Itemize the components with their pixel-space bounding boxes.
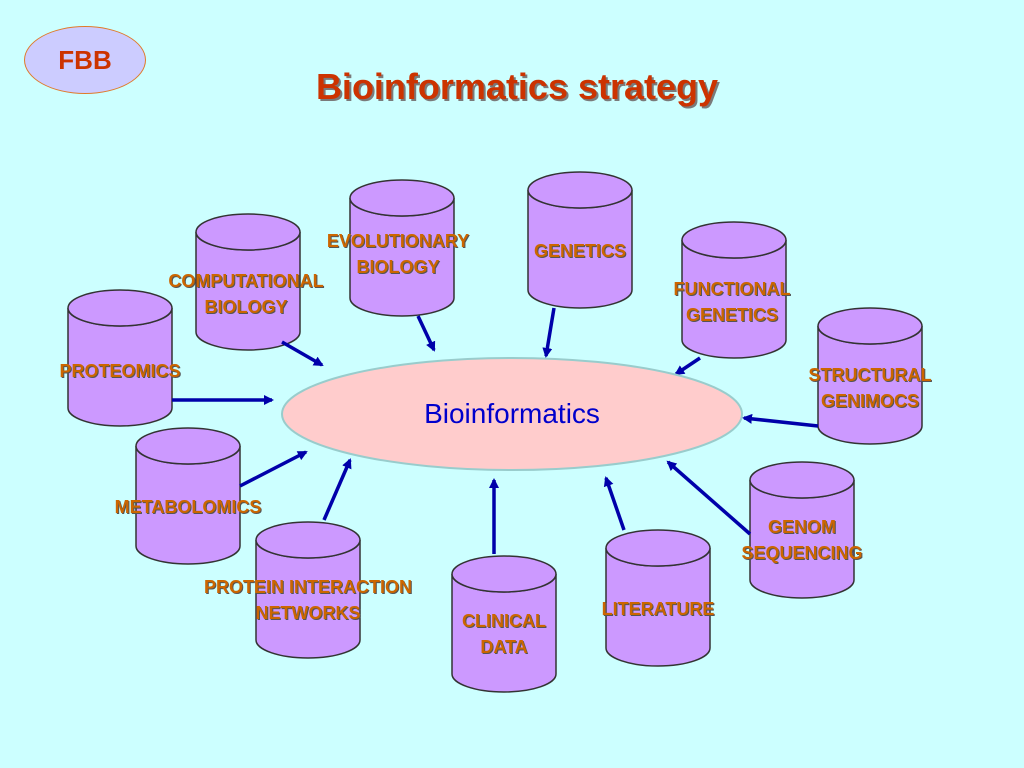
label-line: STRUCTURAL [808, 365, 932, 385]
label-computational-biology: COMPUTATIONAL BIOLOGY [168, 268, 323, 320]
label-clinical-data: CLINICAL DATA [462, 608, 546, 660]
label-line: CLINICAL [462, 611, 546, 631]
cylinder-evolutionary-biology [349, 179, 455, 317]
label-literature: LITERATURE [602, 596, 715, 622]
label-line: GENIMOCS [820, 391, 919, 411]
label-line: EVOLUTIONARY [326, 231, 470, 251]
cylinder-clinical-data [451, 555, 557, 693]
label-protein-interaction-networks: PROTEIN INTERACTION NETWORKS [204, 574, 412, 626]
label-line: GENETICS [685, 305, 779, 325]
bioinformatics-hub [281, 357, 743, 471]
arrow-protein-interaction-networks [322, 458, 352, 521]
label-line: GENETICS [533, 241, 627, 261]
arrow-computational-biology [281, 340, 324, 367]
cylinder-genetics [527, 171, 633, 309]
badge-label: FBB [58, 44, 112, 75]
hub-label: Bioinformatics [424, 398, 600, 429]
label-line: METABOLOMICS [114, 497, 262, 517]
label-line: NETWORKS [255, 603, 361, 623]
cylinder-proteomics [67, 289, 173, 427]
label-line: PROTEIN INTERACTION [203, 577, 413, 597]
label-metabolomics: METABOLOMICS [115, 494, 262, 520]
cylinder-functional-genetics [681, 221, 787, 359]
cylinder-protein-interaction-networks [255, 521, 361, 659]
cylinder-structural-genimocs [817, 307, 923, 445]
cylinder-metabolomics [135, 427, 241, 565]
arrow-evolutionary-biology [416, 315, 436, 352]
label-structural-genimocs: STRUCTURAL GENIMOCS [809, 362, 932, 414]
label-line: DATA [480, 637, 528, 657]
arrow-metabolomics [239, 450, 308, 488]
cylinder-literature [605, 529, 711, 667]
slide-title: Bioinformatics strategy [315, 66, 719, 107]
label-line: PROTEOMICS [59, 361, 181, 381]
fbb-badge: FBB [24, 26, 146, 94]
label-genetics: GENETICS [534, 238, 626, 264]
label-line: BIOLOGY [356, 257, 440, 277]
label-line: SEQUENCING [741, 543, 863, 563]
label-proteomics: PROTEOMICS [59, 358, 180, 384]
arrow-structural-genimocs [742, 413, 819, 428]
label-line: FUNCTIONAL [673, 279, 791, 299]
label-line: LITERATURE [601, 599, 715, 619]
label-line: GENOM [767, 517, 836, 537]
arrow-genetics [542, 307, 556, 358]
cylinder-computational-biology [195, 213, 301, 351]
label-functional-genetics: FUNCTIONAL GENETICS [674, 276, 791, 328]
label-genom-sequencing: GENOM SEQUENCING [741, 514, 862, 566]
arrow-genom-sequencing [666, 460, 752, 536]
arrow-literature [603, 476, 626, 531]
cylinder-genom-sequencing [749, 461, 855, 599]
label-line: BIOLOGY [204, 297, 288, 317]
arrow-functional-genetics [674, 356, 701, 376]
label-line: COMPUTATIONAL [168, 271, 324, 291]
label-evolutionary-biology: EVOLUTIONARY BIOLOGY [327, 228, 469, 280]
